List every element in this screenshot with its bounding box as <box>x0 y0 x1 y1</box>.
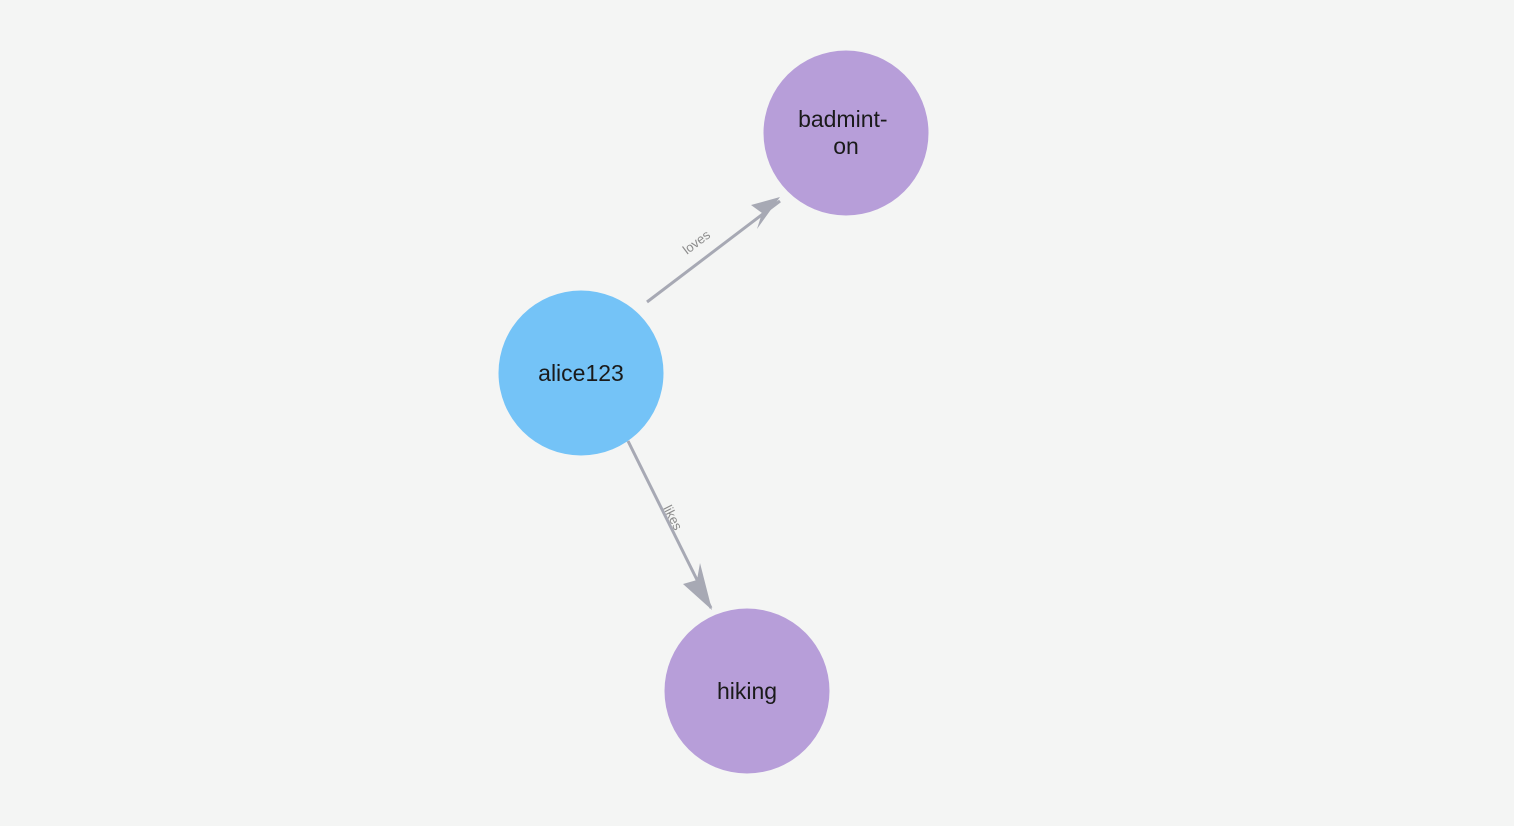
edge-label-loves: loves <box>680 227 714 258</box>
edge-alice123-likes-hiking[interactable]: likes <box>626 440 713 610</box>
edge-arrowhead-likes <box>683 563 712 610</box>
edge-line-loves[interactable] <box>646 199 781 304</box>
node-alice123[interactable]: alice123 <box>498 290 664 456</box>
node-badminton[interactable]: badmint- on <box>763 50 929 216</box>
nodes-layer: badmint- on alice123 hiking <box>498 50 929 774</box>
node-circle-badminton[interactable] <box>763 50 929 216</box>
edge-alice123-loves-badminton[interactable]: loves <box>646 197 781 304</box>
node-circle-alice123[interactable] <box>498 290 664 456</box>
node-hiking[interactable]: hiking <box>664 608 830 774</box>
node-circle-hiking[interactable] <box>664 608 830 774</box>
edge-arrowhead-loves <box>751 197 780 229</box>
edge-label-likes: likes <box>660 503 685 533</box>
